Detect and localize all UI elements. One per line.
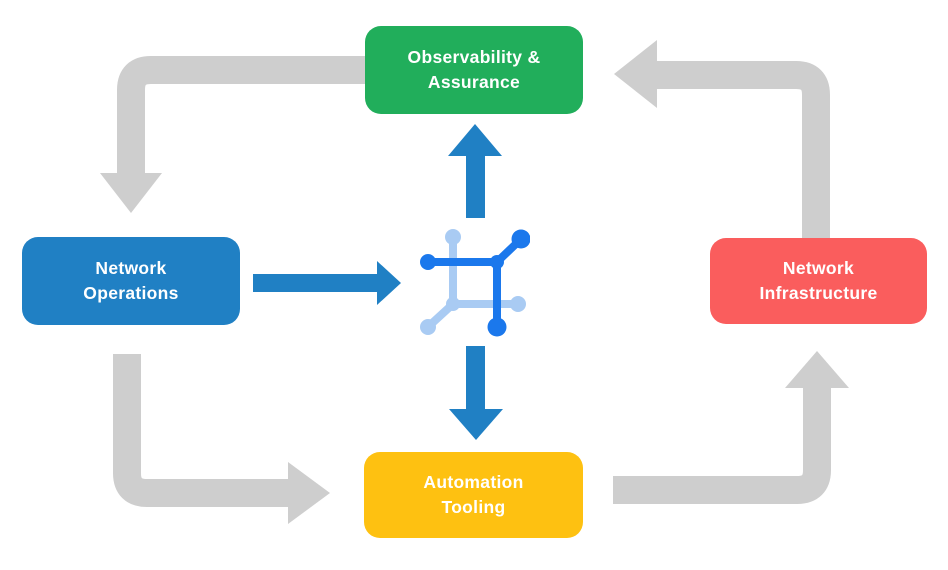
arrowhead-up-icon bbox=[785, 351, 849, 388]
arrow-center-to-observability bbox=[448, 124, 502, 218]
node-network-infrastructure: Network Infrastructure bbox=[710, 238, 927, 324]
node-network-operations: Network Operations bbox=[22, 237, 240, 325]
node-label: Network Operations bbox=[83, 257, 179, 303]
node-automation-tooling: Automation Tooling bbox=[364, 452, 583, 538]
arrowhead-down-icon bbox=[100, 173, 162, 213]
arrowhead-left-icon bbox=[614, 40, 657, 108]
arrowhead-right-icon bbox=[377, 261, 401, 305]
arrow-observability-to-operations bbox=[100, 56, 366, 213]
arrowhead-down-icon bbox=[449, 409, 503, 440]
node-label: Automation Tooling bbox=[423, 471, 524, 517]
arrow-center-to-automation bbox=[449, 346, 503, 440]
node-label: Observability & Assurance bbox=[407, 46, 541, 92]
arrowhead-right-icon bbox=[288, 462, 330, 524]
node-observability-assurance: Observability & Assurance bbox=[365, 26, 583, 114]
arrow-infrastructure-to-observability bbox=[614, 40, 830, 238]
arrow-automation-to-infrastructure bbox=[613, 351, 849, 504]
arrowhead-up-icon bbox=[448, 124, 502, 156]
arrow-operations-to-center bbox=[253, 261, 401, 305]
node-label: Network Infrastructure bbox=[759, 257, 878, 303]
arrow-operations-to-automation bbox=[113, 354, 330, 524]
network-automation-icon bbox=[420, 229, 530, 337]
